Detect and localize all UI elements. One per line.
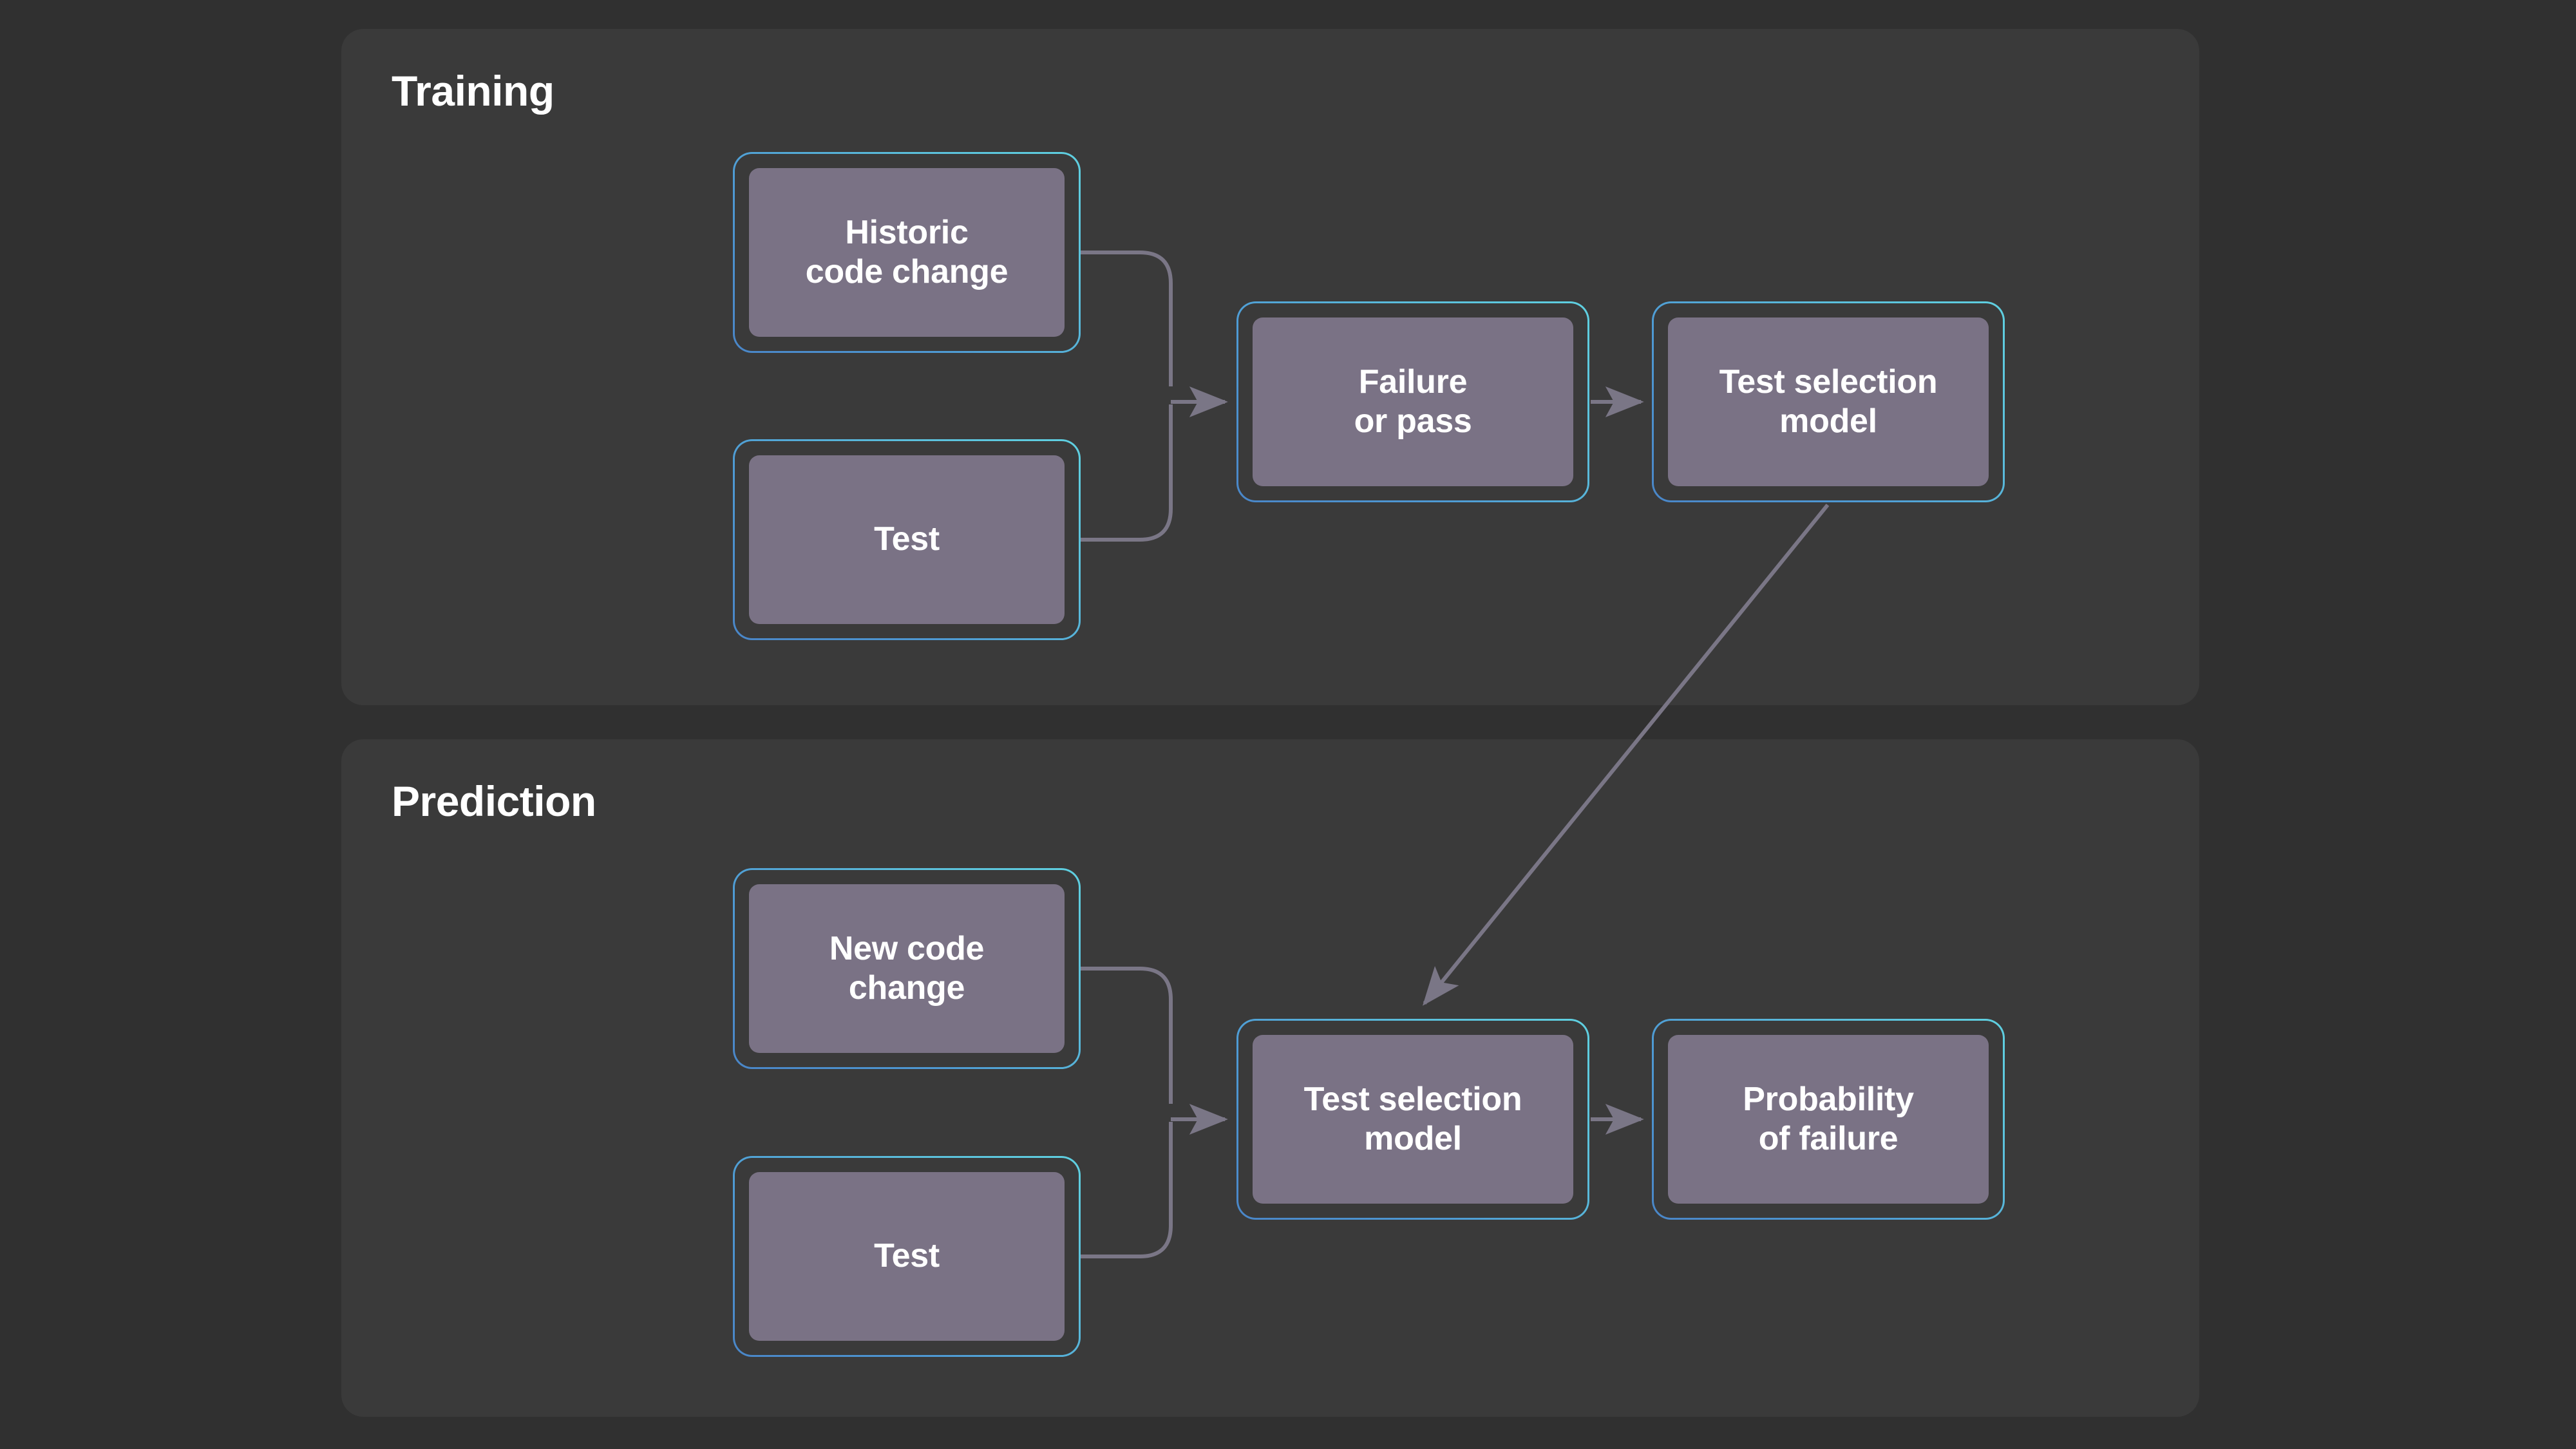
node-body: Historic code change [749,168,1065,337]
node-historic-code-change[interactable]: Historic code change [733,152,1081,353]
node-inner-gap: Historic code change [735,154,1079,351]
node-body: Test selection model [1668,317,1989,486]
node-label-historic-code-change: Historic code change [805,213,1009,290]
node-failure-or-pass[interactable]: Failure or pass [1236,301,1589,502]
node-pred-test-selection-model[interactable]: Test selection model [1236,1019,1589,1220]
node-label-failure-or-pass: Failure or pass [1354,363,1472,440]
node-inner-gap: Failure or pass [1238,303,1587,500]
training-section-title: Training [392,67,554,115]
node-body: New code change [749,884,1065,1053]
node-label-new-code-change: New code change [829,929,985,1007]
node-label-probability-of-failure: Probability of failure [1743,1080,1914,1157]
node-label-pred-model: Test selection model [1303,1080,1522,1157]
node-pred-test[interactable]: Test [733,1156,1081,1357]
node-inner-gap: Test [735,1158,1079,1355]
node-inner-gap: Test [735,441,1079,638]
node-train-test[interactable]: Test [733,439,1081,640]
node-body: Probability of failure [1668,1035,1989,1204]
node-body: Test selection model [1253,1035,1573,1204]
node-label-train-model: Test selection model [1719,363,1938,440]
node-inner-gap: Probability of failure [1654,1021,2003,1218]
node-label-pred-test: Test [874,1237,940,1275]
node-body: Test [749,455,1065,624]
node-inner-gap: Test selection model [1654,303,2003,500]
node-body: Failure or pass [1253,317,1573,486]
node-train-test-selection-model[interactable]: Test selection model [1652,301,2005,502]
node-inner-gap: Test selection model [1238,1021,1587,1218]
node-new-code-change[interactable]: New code change [733,868,1081,1069]
prediction-section-title: Prediction [392,777,596,825]
node-label-train-test: Test [874,520,940,558]
node-body: Test [749,1172,1065,1341]
node-inner-gap: New code change [735,870,1079,1067]
node-probability-of-failure[interactable]: Probability of failure [1652,1019,2005,1220]
